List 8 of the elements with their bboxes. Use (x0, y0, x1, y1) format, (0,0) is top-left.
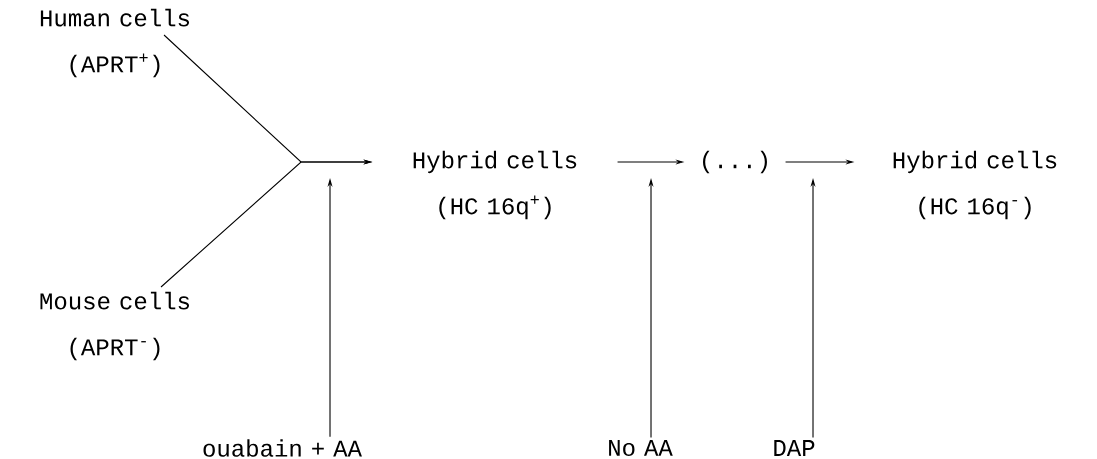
cell-label: Human cells (APRT$^{+}$) (40, 8, 189, 78)
cell-label: (...) (703, 150, 767, 174)
cell-label: Mouse cells (APRT$^{-}$) (40, 291, 189, 361)
cell-label: Hybrid cells (HC 16q$^{+}$) (413, 150, 577, 220)
cell-label: DAP (774, 440, 815, 456)
cell-label: ouabain + AA (203, 439, 362, 457)
cell-label: Hybrid cells (HC 16q$^{-}$) (893, 150, 1057, 220)
cell-label: No AA (609, 440, 673, 457)
